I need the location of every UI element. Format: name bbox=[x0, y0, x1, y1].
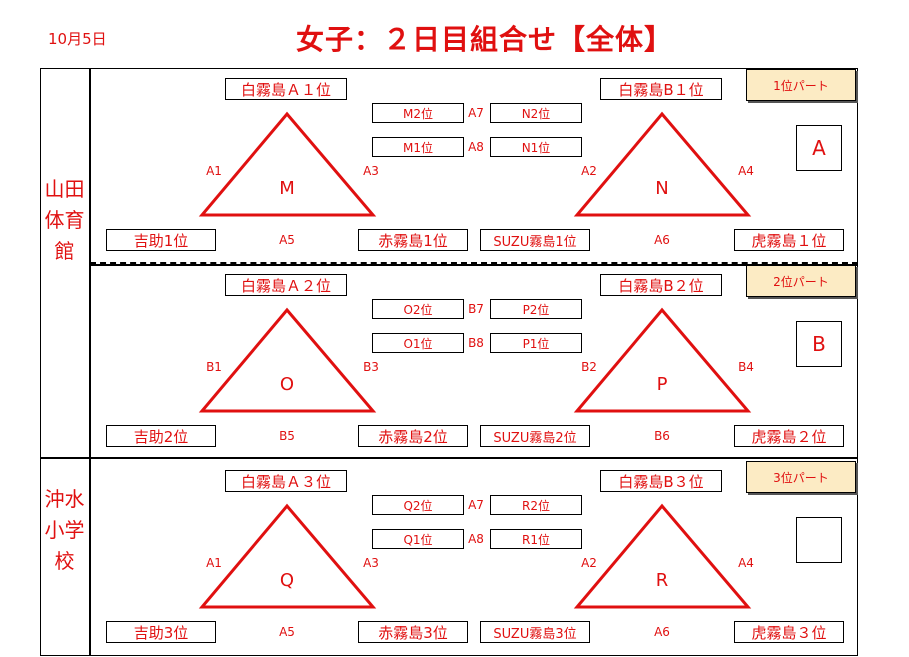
triangle-letter: O bbox=[279, 374, 295, 395]
game-label: B5 bbox=[279, 429, 295, 443]
team-box-right-top: 白霧島B３位 bbox=[600, 470, 722, 492]
dashed-separator bbox=[90, 262, 858, 264]
match-game-label: A7 bbox=[468, 498, 484, 512]
match-slot-right: P2位 bbox=[490, 299, 582, 319]
match-slot-left: M2位 bbox=[372, 103, 464, 123]
match-slot-left: M1位 bbox=[372, 137, 464, 157]
game-label: B3 bbox=[363, 360, 379, 374]
group-label: A bbox=[796, 125, 842, 171]
triangle-q bbox=[198, 503, 377, 609]
match-slot-left: O1位 bbox=[372, 333, 464, 353]
triangle-letter: Q bbox=[279, 570, 295, 591]
game-label: B2 bbox=[581, 360, 597, 374]
venue-divider bbox=[89, 68, 91, 656]
group-label bbox=[796, 517, 842, 563]
game-label: A3 bbox=[363, 164, 379, 178]
team-box-left-bl: 吉助1位 bbox=[106, 229, 216, 251]
match-game-label: B7 bbox=[468, 302, 484, 316]
team-box-right-bl: SUZU霧島1位 bbox=[480, 229, 590, 251]
team-box-right-br: 虎霧島２位 bbox=[734, 425, 844, 447]
triangle-letter: P bbox=[656, 374, 668, 395]
team-box-left-bl: 吉助2位 bbox=[106, 425, 216, 447]
team-box-left-top: 白霧島Ａ１位 bbox=[225, 78, 347, 100]
team-box-left-top: 白霧島Ａ３位 bbox=[225, 470, 347, 492]
triangle-r bbox=[573, 503, 752, 609]
game-label: A3 bbox=[363, 556, 379, 570]
team-box-right-top: 白霧島B１位 bbox=[600, 78, 722, 100]
game-label: B1 bbox=[206, 360, 222, 374]
team-box-left-br: 赤霧島2位 bbox=[358, 425, 468, 447]
venue-yamada: 山田体育館 bbox=[44, 177, 85, 263]
team-box-right-bl: SUZU霧島3位 bbox=[480, 621, 590, 643]
game-label: A5 bbox=[279, 233, 295, 247]
part-label: 2位パート bbox=[746, 265, 856, 297]
game-label: A1 bbox=[206, 556, 222, 570]
triangle-p bbox=[573, 307, 752, 413]
team-box-left-top: 白霧島Ａ２位 bbox=[225, 274, 347, 296]
triangle-o bbox=[198, 307, 377, 413]
match-game-label: A8 bbox=[468, 532, 484, 546]
team-box-left-bl: 吉助3位 bbox=[106, 621, 216, 643]
part-label: 1位パート bbox=[746, 69, 856, 101]
part-label: 3位パート bbox=[746, 461, 856, 493]
match-slot-left: Q1位 bbox=[372, 529, 464, 549]
team-box-right-top: 白霧島B２位 bbox=[600, 274, 722, 296]
game-label: A4 bbox=[738, 164, 754, 178]
team-box-right-br: 虎霧島３位 bbox=[734, 621, 844, 643]
part-separator bbox=[90, 264, 858, 266]
venue-okimizu: 沖水小学校 bbox=[44, 487, 85, 573]
match-slot-left: O2位 bbox=[372, 299, 464, 319]
match-slot-right: R1位 bbox=[490, 529, 582, 549]
game-label: A2 bbox=[581, 556, 597, 570]
match-slot-right: N2位 bbox=[490, 103, 582, 123]
game-label: A6 bbox=[654, 625, 670, 639]
triangle-letter: R bbox=[655, 570, 669, 591]
game-label: A2 bbox=[581, 164, 597, 178]
group-label: B bbox=[796, 321, 842, 367]
team-box-left-br: 赤霧島1位 bbox=[358, 229, 468, 251]
match-game-label: A8 bbox=[468, 140, 484, 154]
match-slot-left: Q2位 bbox=[372, 495, 464, 515]
date-label: 10月5日 bbox=[48, 30, 107, 48]
team-box-right-br: 虎霧島１位 bbox=[734, 229, 844, 251]
game-label: A6 bbox=[654, 233, 670, 247]
team-box-right-bl: SUZU霧島2位 bbox=[480, 425, 590, 447]
triangle-letter: N bbox=[655, 178, 669, 199]
game-label: A1 bbox=[206, 164, 222, 178]
triangle-n bbox=[573, 111, 752, 217]
page-title: 女子：２日目組合せ【全体】 bbox=[296, 23, 674, 56]
match-slot-right: R2位 bbox=[490, 495, 582, 515]
schedule-frame bbox=[40, 68, 858, 656]
match-slot-right: N1位 bbox=[490, 137, 582, 157]
game-label: A5 bbox=[279, 625, 295, 639]
game-label: A4 bbox=[738, 556, 754, 570]
match-game-label: B8 bbox=[468, 336, 484, 350]
match-game-label: A7 bbox=[468, 106, 484, 120]
game-label: B4 bbox=[738, 360, 754, 374]
game-label: B6 bbox=[654, 429, 670, 443]
match-slot-right: P1位 bbox=[490, 333, 582, 353]
triangle-letter: M bbox=[279, 178, 295, 199]
team-box-left-br: 赤霧島3位 bbox=[358, 621, 468, 643]
venue-separator bbox=[40, 457, 858, 459]
triangle-m bbox=[198, 111, 377, 217]
